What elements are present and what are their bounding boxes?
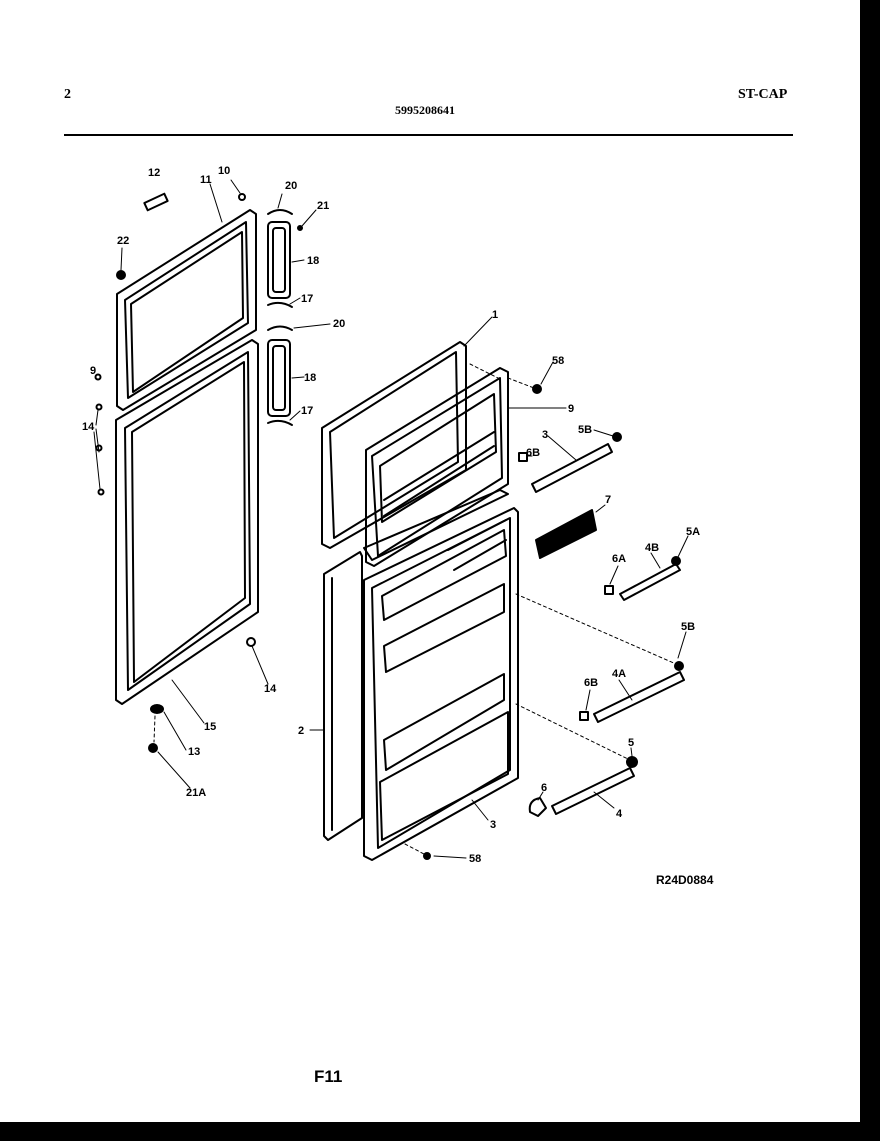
callout-4: 4 <box>616 808 623 820</box>
figure-id: F11 <box>314 1067 343 1086</box>
callout-labels: 12 11 10 20 21 22 18 17 20 18 17 9 14 14… <box>82 165 700 865</box>
callout-6b-1: 6B <box>526 447 540 459</box>
header-rule <box>64 134 793 136</box>
leader-lines <box>93 179 689 859</box>
callout-22: 22 <box>117 235 129 247</box>
callout-6a: 6A <box>612 553 626 565</box>
callout-4a: 4A <box>612 668 626 680</box>
part-number: 5995208641 <box>395 103 455 117</box>
callout-11: 11 <box>200 174 212 186</box>
callout-5b-1: 5B <box>578 424 592 436</box>
left-small-parts <box>94 192 256 753</box>
handle-parts <box>267 209 303 426</box>
model-code: ST-CAP <box>738 87 788 102</box>
part-12-block <box>143 192 169 212</box>
callout-18b: 18 <box>304 372 316 384</box>
callout-20b: 20 <box>333 318 345 330</box>
callout-5: 5 <box>628 737 634 749</box>
callout-4b: 4B <box>645 542 659 554</box>
callout-13: 13 <box>188 746 200 758</box>
exploded-door-diagram: 12 11 10 20 21 22 18 17 20 18 17 9 14 14… <box>82 165 700 865</box>
callout-12: 12 <box>148 167 160 179</box>
part-10-screw <box>238 193 246 201</box>
part-22-screw <box>116 270 126 280</box>
freezer-gasket <box>116 209 257 411</box>
callout-7: 7 <box>605 494 611 506</box>
callout-9a: 9 <box>90 365 96 377</box>
callout-3a: 3 <box>542 429 548 441</box>
fresh-food-door-assembly <box>323 489 519 861</box>
callout-20a: 20 <box>285 180 297 192</box>
page-number: 2 <box>64 87 71 102</box>
callout-1: 1 <box>492 309 498 321</box>
callout-17b: 17 <box>301 405 313 417</box>
callout-21: 21 <box>317 200 329 212</box>
callout-9b: 9 <box>568 403 574 415</box>
reference-code: R24D0884 <box>656 873 714 887</box>
callout-2: 2 <box>298 725 304 737</box>
callout-15: 15 <box>204 721 216 733</box>
callout-18a: 18 <box>307 255 319 267</box>
callout-5b-2: 5B <box>681 621 695 633</box>
callout-6b-2: 6B <box>584 677 598 689</box>
callout-21a: 21A <box>186 787 206 799</box>
callout-58b: 58 <box>469 853 481 865</box>
callout-10: 10 <box>218 165 230 177</box>
callout-14a: 14 <box>82 421 95 433</box>
callout-17a: 17 <box>301 293 313 305</box>
fresh-food-gasket <box>115 339 259 705</box>
callout-3b: 3 <box>490 819 496 831</box>
callout-14b: 14 <box>264 683 277 695</box>
callout-58a: 58 <box>552 355 564 367</box>
callout-5a: 5A <box>686 526 700 538</box>
freezer-door-assembly <box>321 341 509 567</box>
right-rails <box>404 377 685 860</box>
callout-6: 6 <box>541 782 547 794</box>
parts-diagram-page: 2 5995208641 ST-CAP <box>0 0 860 1122</box>
